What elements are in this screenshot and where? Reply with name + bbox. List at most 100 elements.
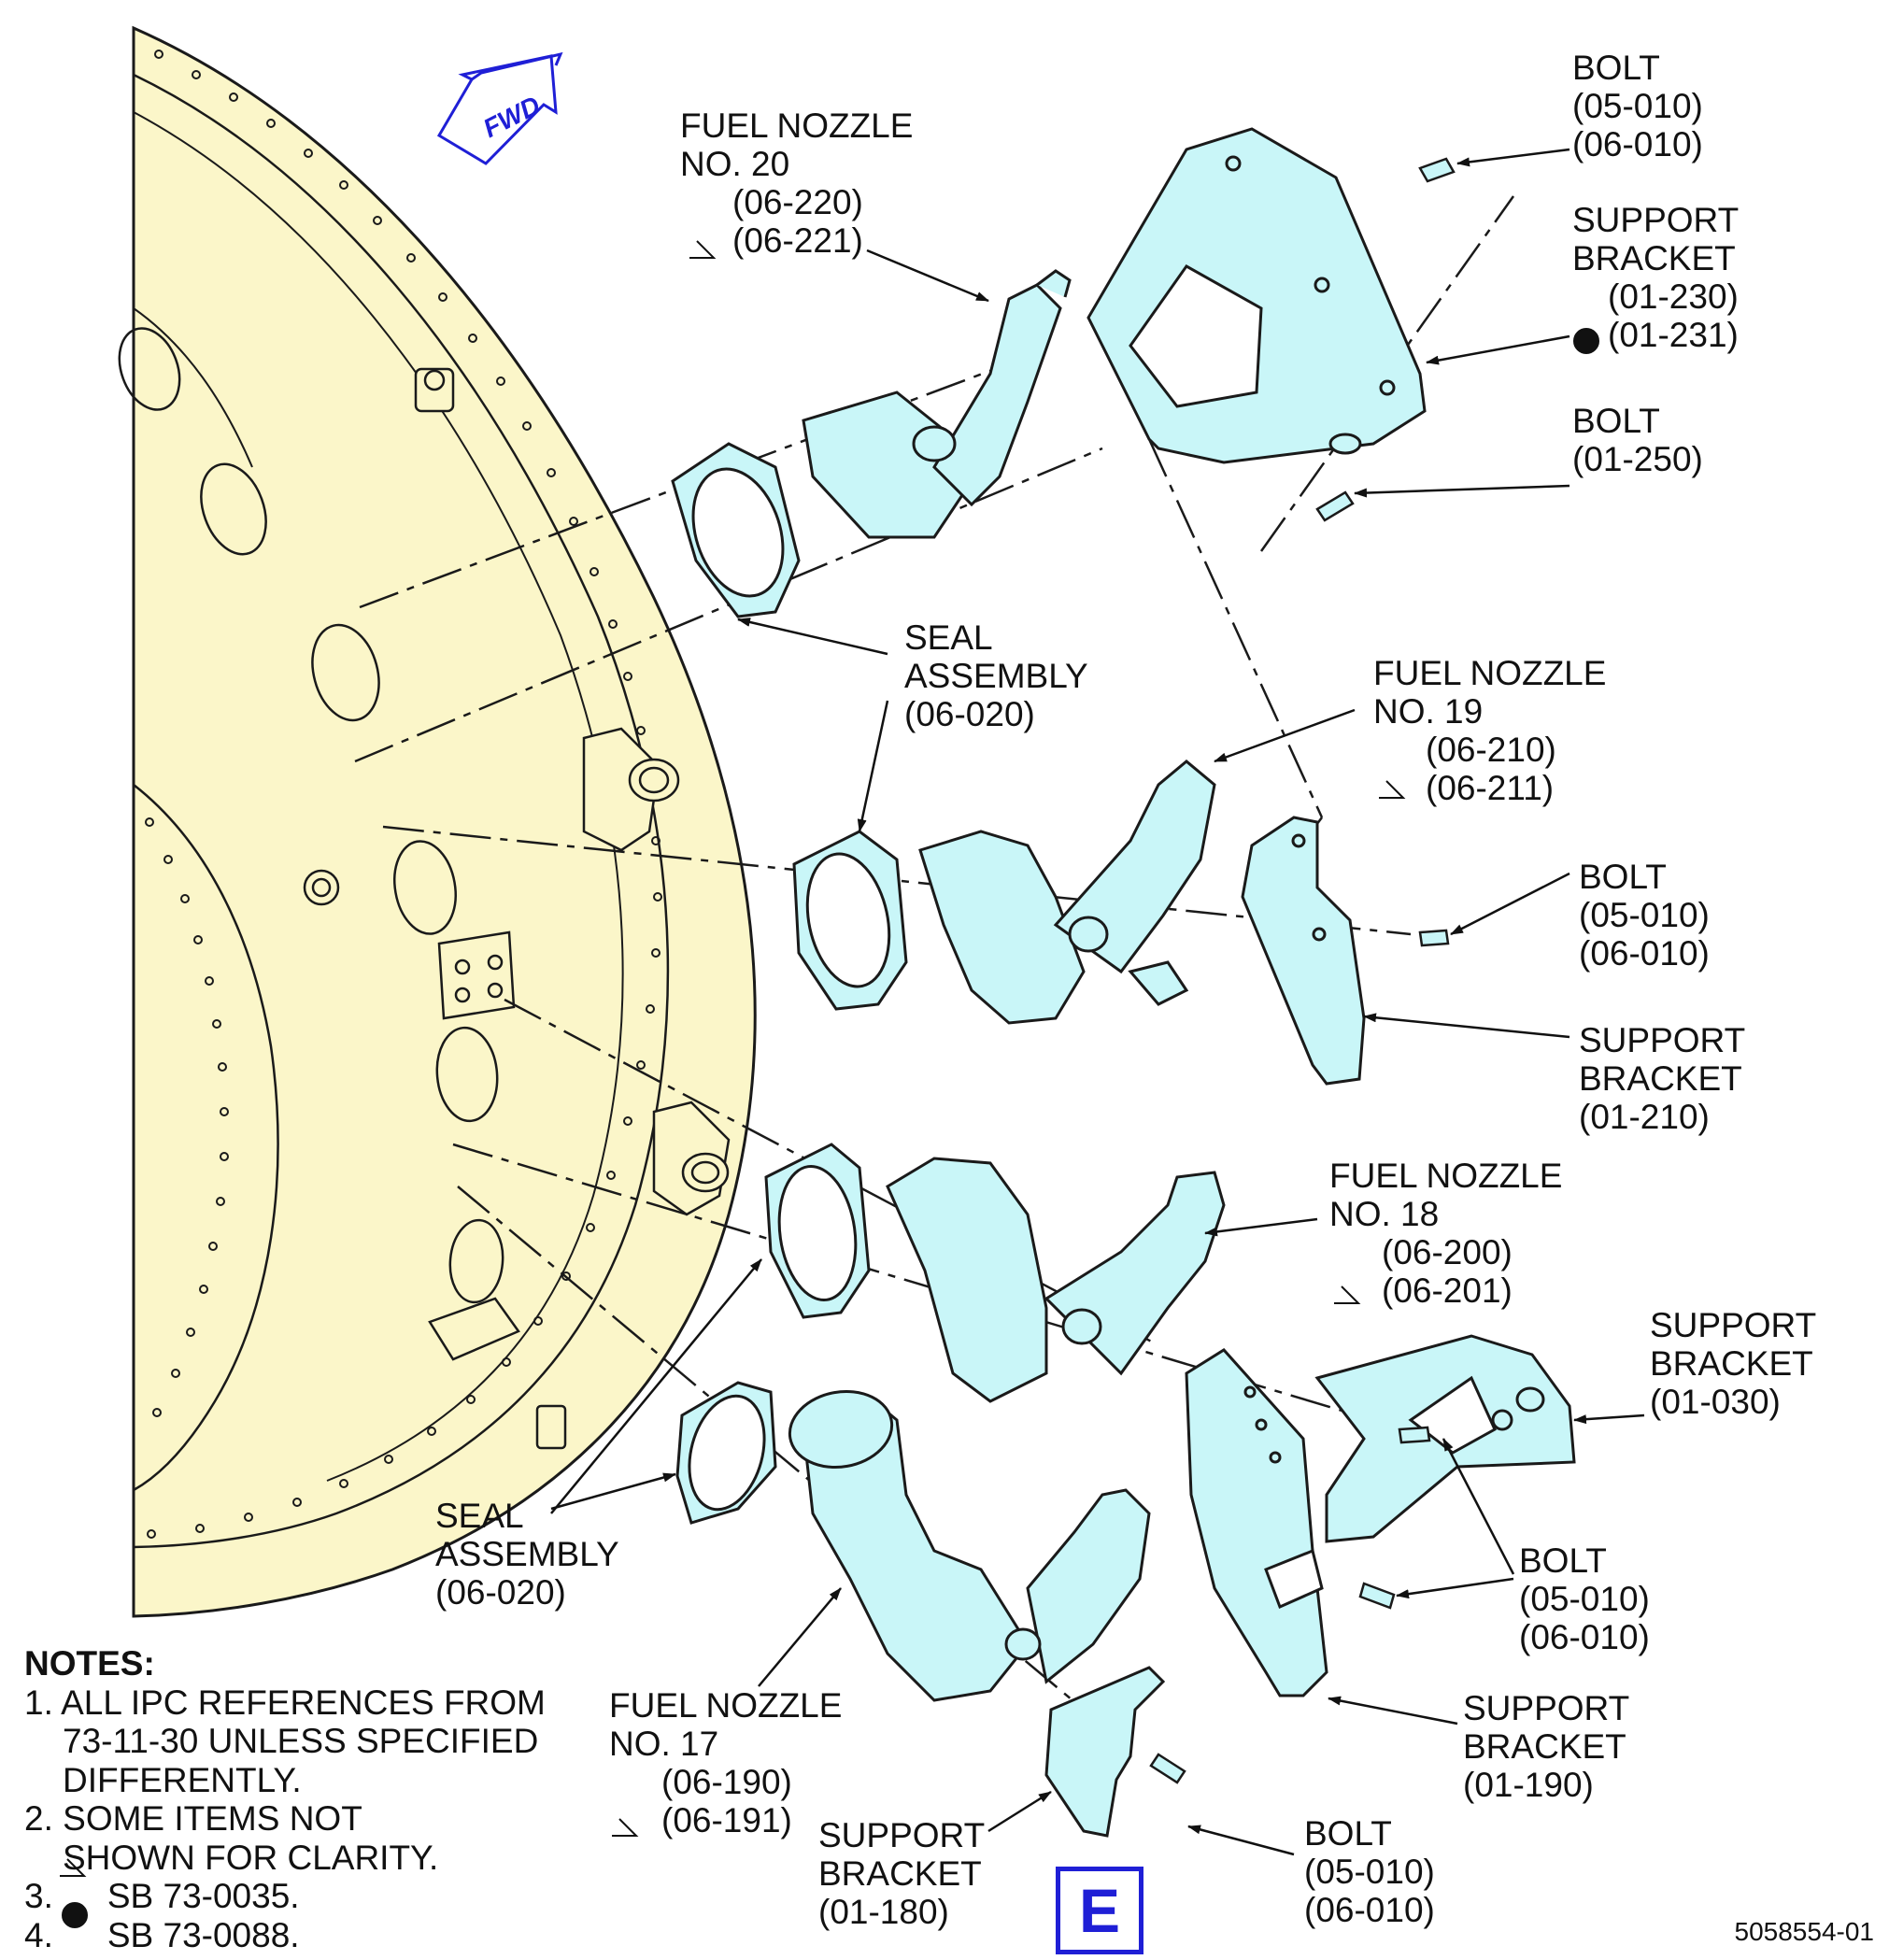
- leader-seal-lower-a: [550, 1472, 676, 1511]
- leader-fuel-nozzle-18: [1204, 1217, 1318, 1237]
- label-line: (05-010): [1572, 87, 1703, 125]
- label-line: (05-010): [1519, 1580, 1650, 1618]
- note-item: 1. ALL IPC REFERENCES FROM: [24, 1683, 546, 1722]
- label-support-bracket-210: SUPPORT BRACKET (01-210): [1579, 1021, 1745, 1136]
- label-line: NO. 19: [1373, 692, 1484, 731]
- note-text: SB 73-0035.: [107, 1877, 300, 1915]
- note-item-continued: SHOWN FOR CLARITY.: [63, 1838, 439, 1877]
- note-item: 2. SOME ITEMS NOT: [24, 1799, 362, 1838]
- label-line: (05-010): [1579, 896, 1710, 934]
- support-bracket-01-180: [1044, 1666, 1166, 1838]
- label-support-bracket-190: SUPPORT BRACKET (01-190): [1463, 1689, 1629, 1804]
- label-fuel-nozzle-18: FUEL NOZZLE NO. 18 (06-200) (06-201): [1329, 1157, 1562, 1310]
- label-bolt-bottom: BOLT (05-010) (06-010): [1304, 1814, 1435, 1929]
- view-letter-box: E: [1056, 1867, 1143, 1954]
- note-item: 3. SB 73-0035.: [24, 1877, 546, 1916]
- label-line: BRACKET: [1463, 1727, 1626, 1766]
- label-line: (06-020): [435, 1573, 566, 1612]
- label-line: (06-201): [1382, 1271, 1513, 1310]
- label-line: NO. 20: [680, 145, 790, 183]
- label-line: NO. 18: [1329, 1195, 1440, 1233]
- leader-bracket-190: [1328, 1696, 1458, 1726]
- label-line: (06-020): [904, 695, 1035, 733]
- seal-assembly-nozzle-17: [675, 1381, 777, 1525]
- triangle-flag-icon: [1379, 780, 1406, 799]
- note-text: SB 73-0088.: [107, 1915, 300, 1954]
- seal-assembly-nozzle-18: [764, 1143, 871, 1319]
- bolt-icons: [1149, 157, 1456, 1784]
- fuel-nozzle-17: [788, 1389, 1151, 1702]
- label-line: BRACKET: [1579, 1059, 1742, 1098]
- label-line: (05-010): [1304, 1853, 1435, 1891]
- leader-bracket-230: [1426, 334, 1570, 365]
- label-fuel-nozzle-17: FUEL NOZZLE NO. 17 (06-190) (06-191): [609, 1686, 842, 1839]
- label-line: BRACKET: [1572, 239, 1736, 277]
- label-support-bracket-180: SUPPORT BRACKET (01-180): [818, 1816, 985, 1931]
- support-bracket-01-030: [1314, 1334, 1576, 1543]
- triangle-flag-icon: [612, 1818, 639, 1837]
- leader-bolt-right-b: [1396, 1577, 1514, 1599]
- label-line: (06-210): [1426, 731, 1556, 769]
- label-line: (06-010): [1572, 125, 1703, 163]
- label-support-bracket-230: SUPPORT BRACKET (01-230) (01-231): [1572, 201, 1739, 354]
- label-bolt-250: BOLT (01-250): [1572, 402, 1703, 478]
- label-line: (06-220): [732, 183, 863, 221]
- filled-circle-icon: [1573, 328, 1599, 354]
- label-support-bracket-030: SUPPORT BRACKET (01-030): [1650, 1306, 1816, 1421]
- label-line: (06-211): [1426, 769, 1555, 807]
- label-line: SUPPORT: [1650, 1306, 1817, 1344]
- label-line: SEAL: [435, 1497, 524, 1535]
- label-fuel-nozzle-20: FUEL NOZZLE NO. 20 (06-220) (06-221): [680, 107, 913, 260]
- label-line: BOLT: [1572, 49, 1660, 87]
- label-line: (06-190): [661, 1763, 792, 1801]
- leader-bolt-250: [1354, 484, 1570, 498]
- label-line: FUEL NOZZLE: [1373, 654, 1607, 692]
- leader-bolt-top: [1456, 148, 1570, 167]
- fwd-arrow-icon: FWD: [436, 51, 563, 165]
- note-number: 3.: [24, 1877, 53, 1915]
- label-line: (01-030): [1650, 1383, 1781, 1421]
- note-item-continued: 73-11-30 UNLESS SPECIFIED: [63, 1722, 539, 1760]
- label-seal-assembly-upper: SEAL ASSEMBLY (06-020): [904, 618, 1088, 733]
- label-line: ASSEMBLY: [904, 657, 1088, 695]
- label-line: BOLT: [1519, 1541, 1607, 1580]
- label-line: FUEL NOZZLE: [609, 1686, 843, 1725]
- leader-seal-upper-b: [857, 700, 889, 832]
- notes-block: NOTES: 1. ALL IPC REFERENCES FROM 73-11-…: [24, 1644, 546, 1954]
- label-line: SUPPORT: [1572, 201, 1740, 239]
- label-line: (01-250): [1572, 440, 1703, 478]
- label-line: (06-221): [732, 221, 863, 260]
- filled-circle-icon: [62, 1902, 88, 1928]
- leader-fuel-nozzle-19: [1214, 708, 1356, 763]
- label-line: SUPPORT: [1463, 1689, 1630, 1727]
- label-line: (01-210): [1579, 1098, 1710, 1136]
- label-fuel-nozzle-19: FUEL NOZZLE NO. 19 (06-210) (06-211): [1373, 654, 1606, 807]
- leader-bracket-030: [1573, 1413, 1645, 1425]
- label-line: (06-200): [1382, 1233, 1513, 1271]
- leader-seal-lower-b: [550, 1258, 762, 1514]
- label-line: (06-010): [1579, 934, 1710, 973]
- label-line: ASSEMBLY: [435, 1535, 619, 1573]
- label-line: FUEL NOZZLE: [680, 107, 914, 145]
- label-line: (06-191): [661, 1801, 792, 1839]
- leader-bolt-mid: [1450, 872, 1570, 936]
- label-line: BOLT: [1572, 402, 1660, 440]
- label-line: (01-231): [1608, 316, 1739, 354]
- label-line: (06-010): [1304, 1891, 1435, 1929]
- label-line: BRACKET: [1650, 1344, 1813, 1383]
- label-line: SUPPORT: [818, 1816, 986, 1854]
- label-line: SEAL: [904, 618, 993, 657]
- support-bracket-01-230: [1087, 127, 1427, 464]
- label-bolt-mid: BOLT (05-010) (06-010): [1579, 858, 1710, 973]
- label-line: (01-230): [1608, 277, 1739, 316]
- fuel-nozzle-20: [802, 269, 1072, 539]
- support-bracket-01-210: [1241, 816, 1366, 1086]
- label-line: NO. 17: [609, 1725, 719, 1763]
- leader-fuel-nozzle-20: [866, 249, 989, 303]
- triangle-flag-icon: [60, 1858, 87, 1877]
- figure-number: 5058554-01: [1734, 1917, 1874, 1946]
- label-line: (01-180): [818, 1893, 949, 1931]
- seal-assembly-nozzle-19: [792, 830, 908, 1011]
- fuel-nozzle-18: [886, 1157, 1226, 1403]
